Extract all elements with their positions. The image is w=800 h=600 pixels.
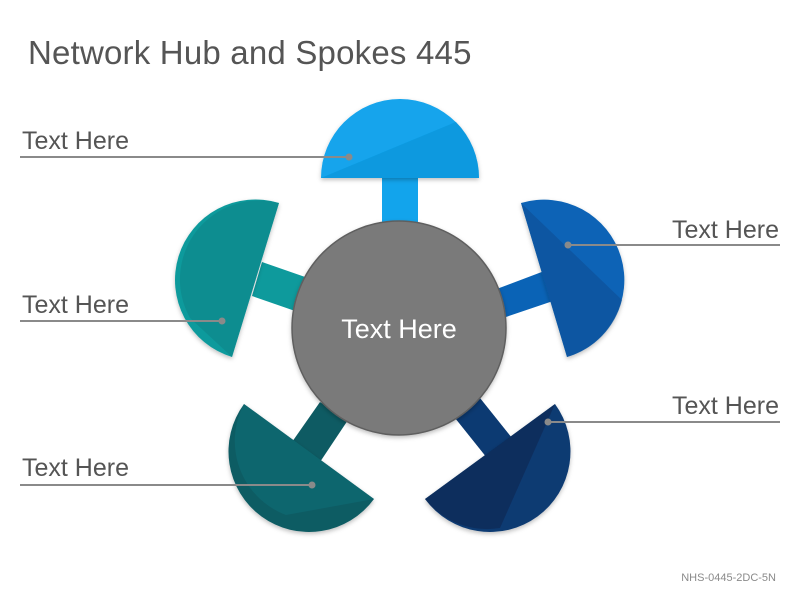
connector-bottom-left [292, 402, 348, 462]
hub-circle [291, 220, 507, 436]
callout-dot-right [564, 241, 572, 249]
callout-dot-bottom-right [544, 418, 552, 426]
spoke-label-left: Text Here [22, 291, 129, 319]
callout-dot-bottom-left [308, 481, 316, 489]
spoke-end-bottom-right [425, 404, 571, 532]
callout-lines [20, 153, 780, 489]
spoke-label-right: Text Here [672, 216, 779, 244]
spoke-label-bottom-right: Text Here [672, 392, 779, 420]
spoke-end-top [321, 99, 480, 178]
spoke-label-top: Text Here [22, 127, 129, 155]
connector-bottom-right [455, 398, 512, 458]
spoke-end-right [521, 199, 625, 357]
callout-dot-left [218, 317, 226, 325]
connector-right [494, 270, 556, 318]
callout-dot-top [345, 153, 353, 161]
spoke-end-bottom-left [228, 404, 374, 533]
connector-top [382, 176, 418, 226]
hub-label: Text Here [341, 314, 457, 344]
connector-left [252, 262, 308, 312]
footer-code: NHS-0445-2DC-5N [681, 572, 776, 584]
spoke-connectors [252, 176, 556, 462]
spoke-label-bottom-left: Text Here [22, 454, 129, 482]
spoke-end-left [174, 199, 279, 357]
slide-title: Network Hub and Spokes 445 [28, 34, 472, 71]
